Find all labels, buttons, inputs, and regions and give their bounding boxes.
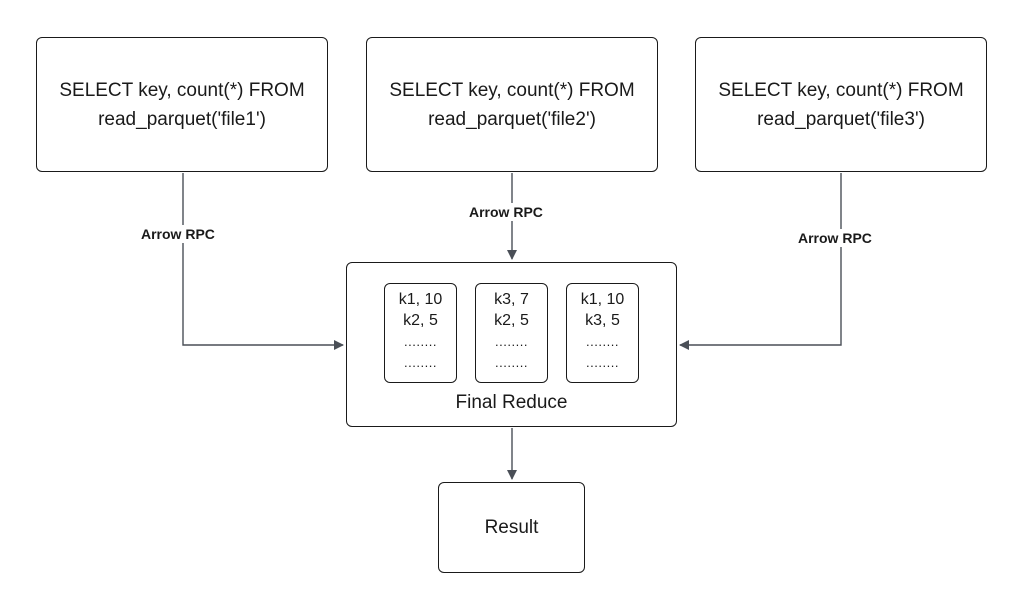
connector-file3-to-reduce	[679, 173, 842, 350]
partial-row: k2, 5	[494, 312, 529, 329]
query-text-line2: read_parquet('file1')	[98, 108, 266, 130]
query-text-line1: SELECT key, count(*) FROM	[59, 79, 305, 101]
connector-file1-to-reduce	[182, 173, 344, 350]
query-node-file1: SELECT key, count(*) FROM read_parquet('…	[36, 37, 328, 172]
partial-row: k1, 10	[580, 291, 625, 308]
final-reduce-node: k1, 10 k2, 5 ........ ........ k3, 7 k2,…	[346, 262, 677, 427]
result-node: Result	[438, 482, 585, 573]
query-node-file3: SELECT key, count(*) FROM read_parquet('…	[695, 37, 987, 172]
query-node-file2: SELECT key, count(*) FROM read_parquet('…	[366, 37, 658, 172]
partial-row: k3, 7	[494, 291, 529, 308]
partial-result-file3: k1, 10 k3, 5 ........ ........	[566, 283, 639, 383]
query-text-line2: read_parquet('file2')	[428, 108, 596, 130]
edge-label-file2: Arrow RPC	[466, 203, 546, 221]
query-text-line1: SELECT key, count(*) FROM	[389, 79, 635, 101]
partial-ellipsis: ........	[404, 355, 437, 370]
partial-ellipsis: ........	[586, 334, 619, 349]
edge-label-file3: Arrow RPC	[795, 229, 875, 247]
partial-result-file2: k3, 7 k2, 5 ........ ........	[475, 283, 548, 383]
partial-ellipsis: ........	[495, 355, 528, 370]
result-label: Result	[484, 516, 539, 538]
partial-ellipsis: ........	[495, 334, 528, 349]
query-text-line1: SELECT key, count(*) FROM	[718, 79, 964, 101]
partial-row: k1, 10	[398, 291, 443, 308]
partial-row: k2, 5	[403, 312, 438, 329]
partial-row: k3, 5	[585, 312, 620, 329]
edge-label-file1: Arrow RPC	[138, 225, 218, 243]
final-reduce-label: Final Reduce	[455, 392, 568, 413]
partial-result-file1: k1, 10 k2, 5 ........ ........	[384, 283, 457, 383]
query-text-line2: read_parquet('file3')	[757, 108, 925, 130]
partial-ellipsis: ........	[586, 355, 619, 370]
partial-ellipsis: ........	[404, 334, 437, 349]
